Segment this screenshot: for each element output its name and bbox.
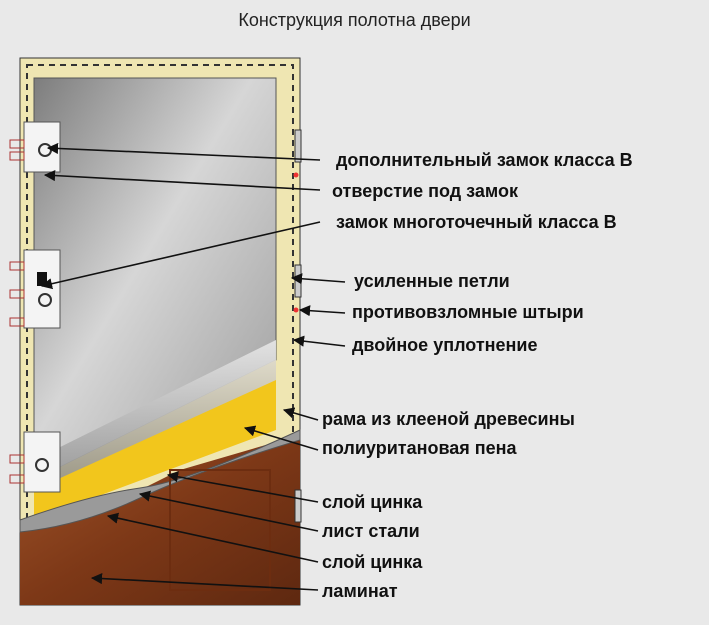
additional-lock-icon xyxy=(9,121,61,173)
label-multipoint-lock: замок многоточечный класса В xyxy=(336,212,617,232)
laminate-layer xyxy=(20,435,300,605)
steel-layer xyxy=(34,340,276,490)
arrow-hinges xyxy=(290,273,346,285)
double-seal xyxy=(26,64,294,599)
pin-icon-mid xyxy=(293,307,299,313)
lower-lock-icon xyxy=(9,431,61,493)
hinge-icon-bottom xyxy=(294,489,302,523)
label-frame: рама из клееной древесины xyxy=(322,409,575,429)
label-laminate: ламинат xyxy=(322,581,398,601)
hinge-icon-top xyxy=(294,129,302,163)
arrow-lock-b xyxy=(46,142,321,161)
arrow-frame xyxy=(282,407,319,421)
label-zinc2: слой цинка xyxy=(322,552,423,572)
arrow-foam xyxy=(243,425,319,451)
arrow-lock-hole xyxy=(43,169,321,191)
diagram-title: Конструкция полотна двери xyxy=(238,10,471,30)
label-lock-hole: отверстие под замок xyxy=(332,181,518,201)
label-steel: лист стали xyxy=(322,521,420,541)
multipoint-lock-icon xyxy=(9,249,61,329)
label-zinc1: слой цинка xyxy=(322,492,423,512)
steel-edge xyxy=(19,429,301,533)
label-hinges: усиленные петли xyxy=(354,271,510,291)
arrow-laminate xyxy=(90,572,319,591)
label-seal: двойное уплотнение xyxy=(352,335,538,355)
pin-icon-top xyxy=(293,172,299,178)
arrow-steel xyxy=(138,490,319,532)
arrow-seal xyxy=(292,335,346,347)
arrow-zinc1 xyxy=(166,471,319,503)
hinge-icon-mid xyxy=(294,264,302,298)
arrow-zinc2 xyxy=(106,512,319,563)
label-pins: противовзломные штыри xyxy=(352,302,584,322)
pointer-arrows xyxy=(40,142,346,591)
label-foam: полиуритановая пена xyxy=(322,438,517,458)
arrow-multipoint-lock xyxy=(40,221,321,290)
arrow-pins xyxy=(298,305,346,317)
label-lock-b: дополнительный замок класса В xyxy=(336,150,633,170)
